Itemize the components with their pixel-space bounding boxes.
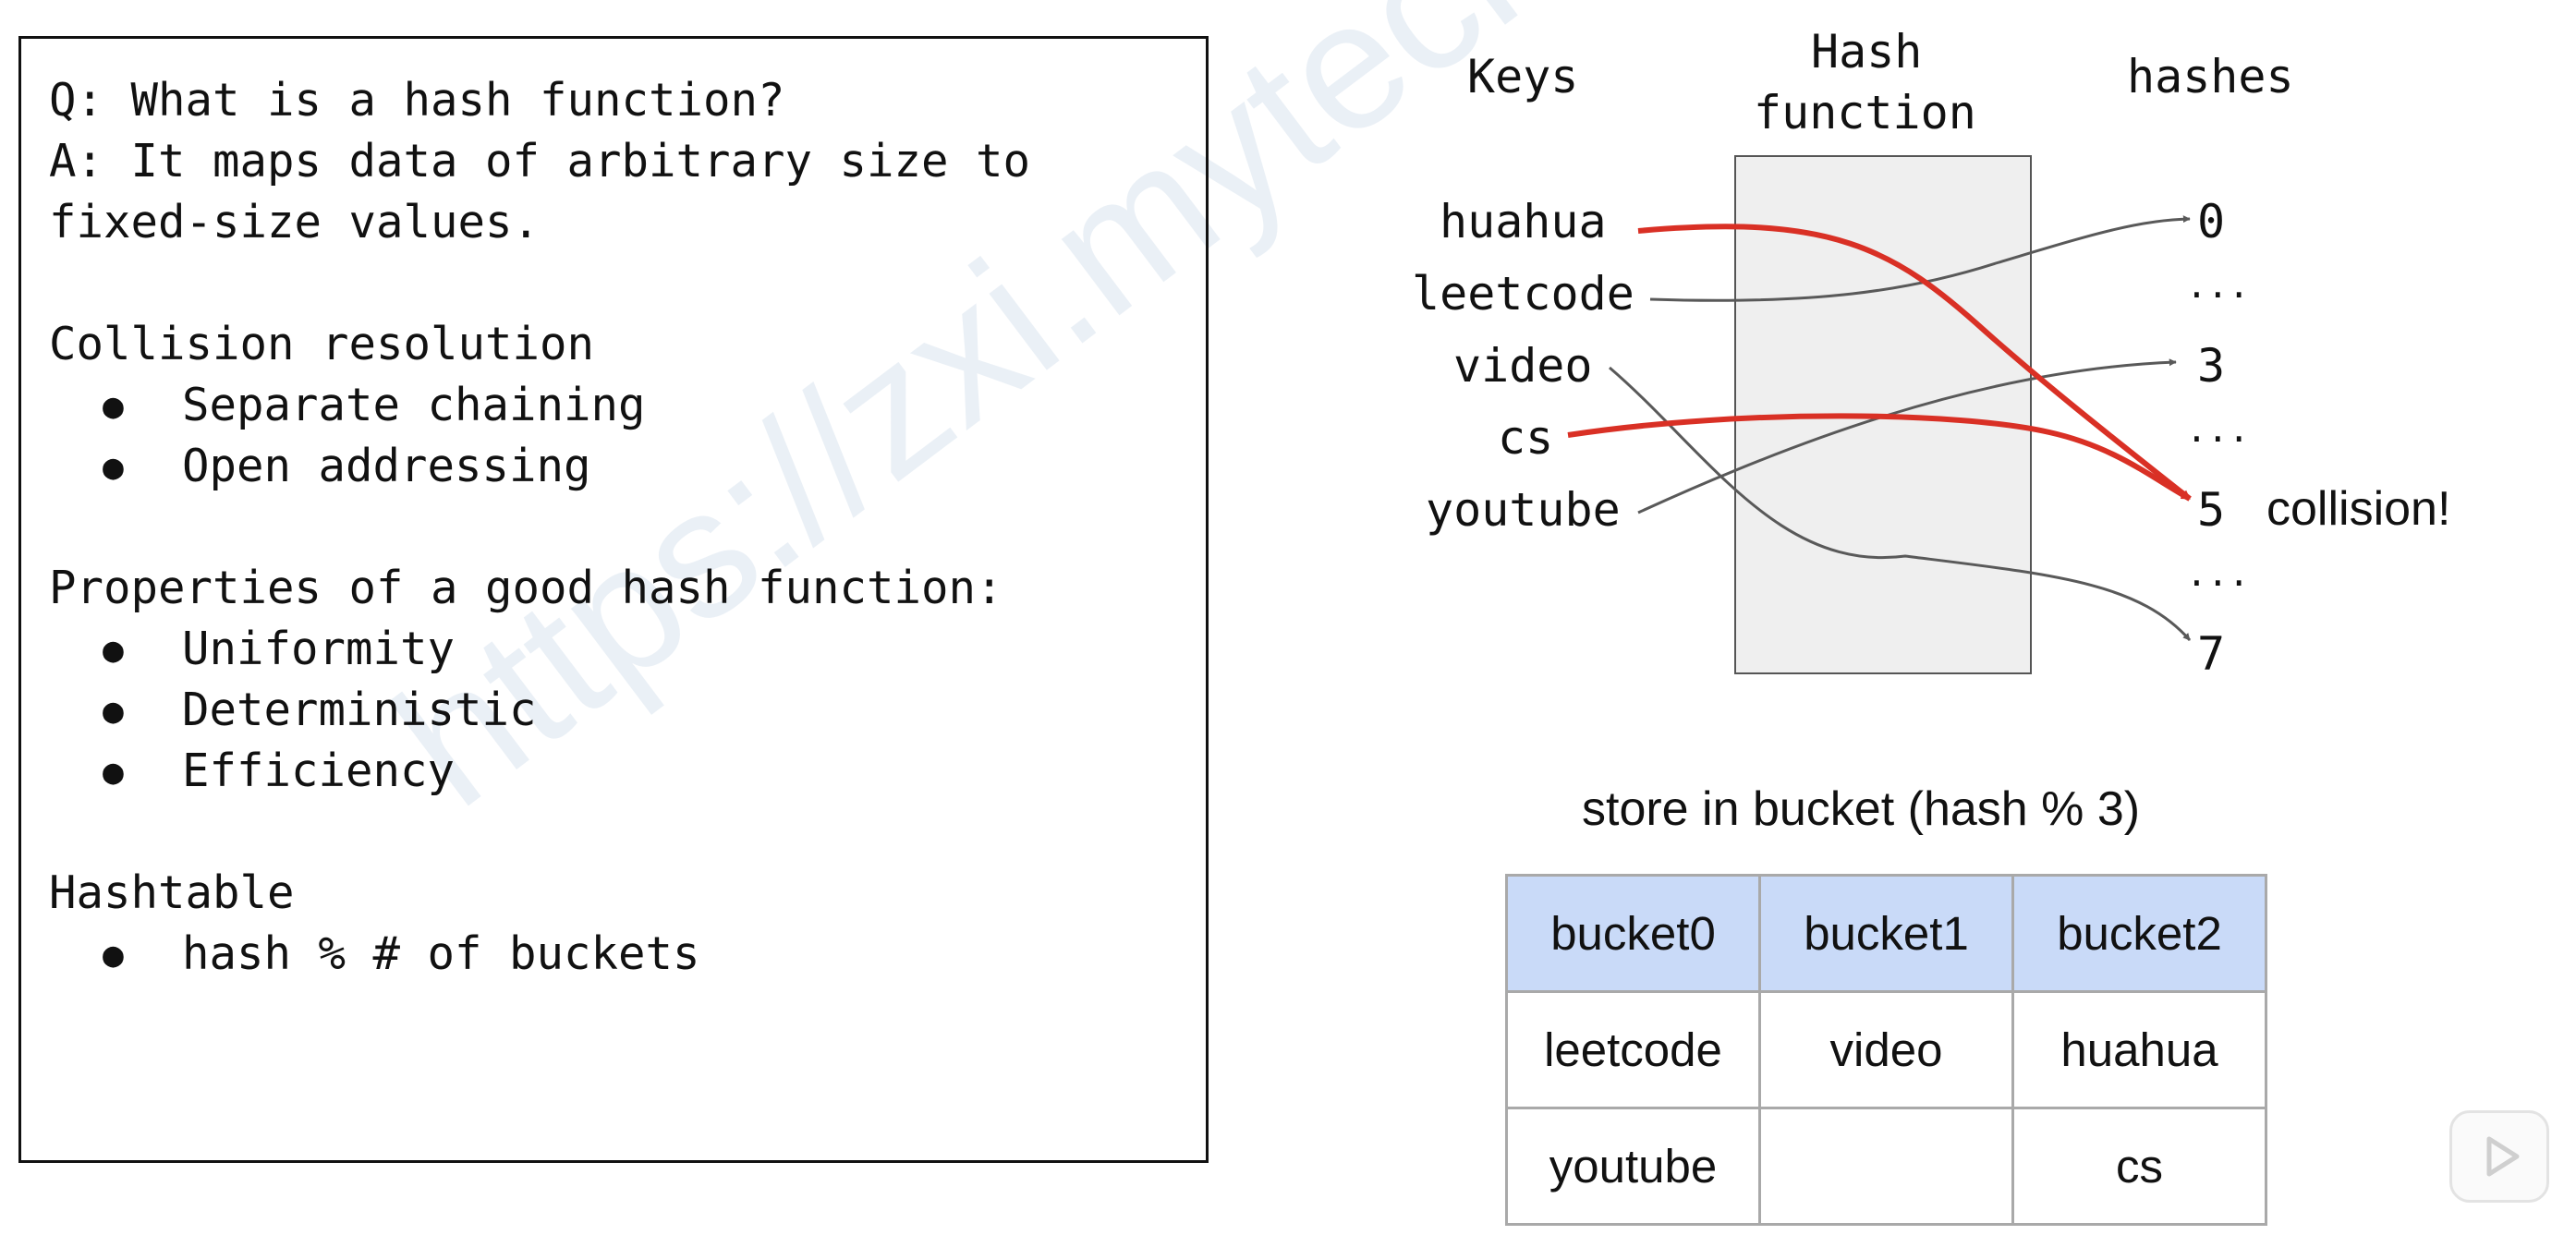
property-item: Uniformity — [182, 623, 456, 675]
hash-ellipsis: ... — [2186, 265, 2250, 306]
key-huahua: huahua — [1440, 195, 1607, 248]
hash-ellipsis: ... — [2186, 553, 2250, 594]
bucket-cell: video — [1758, 990, 2014, 1109]
notes-panel: Q: What is a hash function? A: It maps d… — [18, 36, 1209, 1163]
property-item: Deterministic — [182, 684, 537, 736]
key-cs: cs — [1498, 411, 1554, 465]
hash-value: 7 — [2197, 627, 2226, 681]
hash-header-line1: Hash — [1811, 25, 1923, 79]
bucket-cell: cs — [2011, 1107, 2267, 1226]
bullet-icon: ● — [103, 629, 124, 670]
keys-header: Keys — [1467, 50, 1579, 103]
hash-header-line2: function — [1754, 86, 1976, 139]
properties-heading: Properties of a good hash function: — [49, 562, 1003, 614]
bucket-cell: leetcode — [1505, 990, 1761, 1109]
bucket-header-cell: bucket0 — [1505, 874, 1761, 993]
play-icon — [2486, 1136, 2520, 1177]
bucket-header-cell: bucket2 — [2011, 874, 2267, 993]
bullet-icon: ● — [103, 751, 124, 792]
bucket-cell: huahua — [2011, 990, 2267, 1109]
bucket-caption: store in bucket (hash % 3) — [1582, 782, 2141, 836]
bucket-row: youtube cs — [1505, 1107, 2267, 1226]
bucket-cell — [1758, 1107, 2014, 1226]
bucket-header-cell: bucket1 — [1758, 874, 2014, 993]
bucket-table: bucket0 bucket1 bucket2 leetcode video h… — [1505, 874, 2267, 1226]
bucket-row: leetcode video huahua — [1505, 990, 2267, 1109]
bucket-header-row: bucket0 bucket1 bucket2 — [1505, 874, 2267, 993]
hash-value: 5 — [2197, 483, 2226, 537]
hash-function-box — [1734, 155, 2032, 674]
collision-heading: Collision resolution — [49, 318, 595, 370]
hash-value: 3 — [2197, 339, 2226, 393]
hashes-header: hashes — [2127, 50, 2294, 103]
key-leetcode: leetcode — [1412, 267, 1634, 321]
hashtable-item: hash % # of buckets — [182, 927, 700, 980]
question-line: Q: What is a hash function? — [49, 74, 785, 127]
collision-item: Separate chaining — [182, 379, 646, 431]
hashtable-heading: Hashtable — [49, 866, 295, 919]
key-youtube: youtube — [1426, 483, 1621, 537]
bucket-cell: youtube — [1505, 1107, 1761, 1226]
play-button[interactable] — [2449, 1110, 2549, 1203]
answer-line-2: fixed-size values. — [49, 196, 541, 248]
hash-value: 0 — [2197, 195, 2226, 248]
bullet-icon: ● — [103, 690, 124, 731]
key-video: video — [1453, 339, 1593, 393]
collision-item: Open addressing — [182, 440, 591, 492]
answer-line-1: A: It maps data of arbitrary size to — [49, 135, 1031, 188]
hash-ellipsis: ... — [2186, 409, 2250, 450]
bullet-icon: ● — [103, 385, 124, 426]
bullet-icon: ● — [103, 934, 124, 975]
bullet-icon: ● — [103, 446, 124, 487]
property-item: Efficiency — [182, 745, 456, 797]
collision-label: collision! — [2266, 482, 2451, 536]
